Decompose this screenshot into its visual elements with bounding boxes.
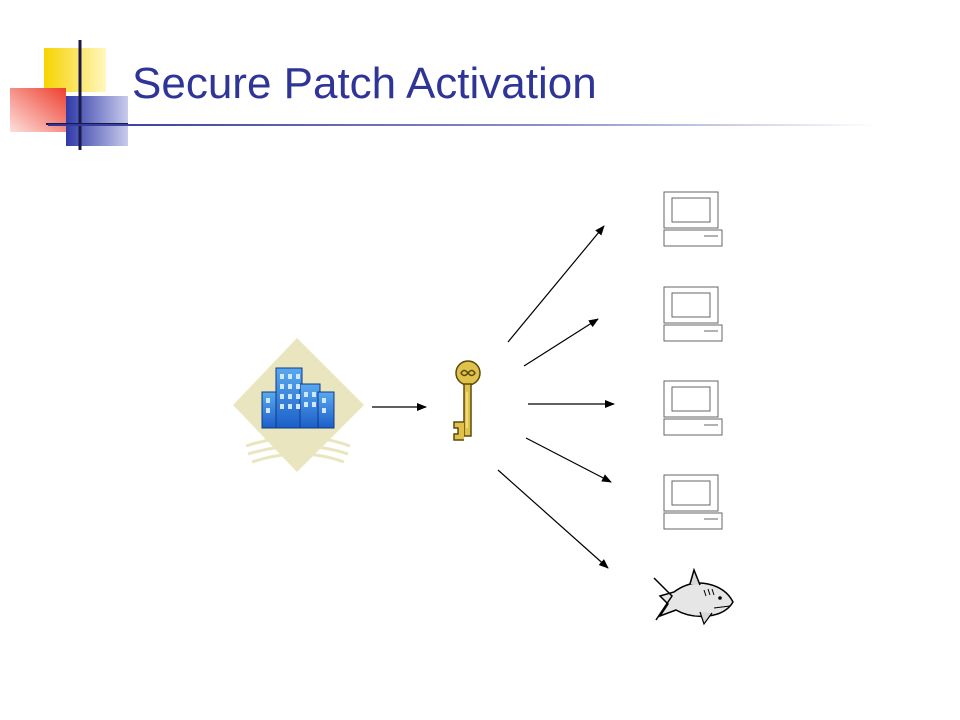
title-underline: [48, 124, 878, 126]
distribution-arrows: [497, 225, 615, 569]
slide-title: Secure Patch Activation: [132, 59, 597, 108]
computer-icon: [663, 191, 723, 247]
computer-icon: [663, 286, 723, 342]
shark-icon: [653, 567, 734, 626]
arrow-to-computer-1: [507, 225, 605, 343]
arrow-to-computer-4: [525, 437, 612, 483]
computer-icon: [663, 474, 723, 530]
arrow-to-shark: [497, 469, 609, 569]
office-building-icon: [233, 338, 364, 472]
key-icon: [453, 360, 481, 441]
computer-icon: [663, 380, 723, 436]
arrow-to-computer-2: [523, 318, 599, 367]
